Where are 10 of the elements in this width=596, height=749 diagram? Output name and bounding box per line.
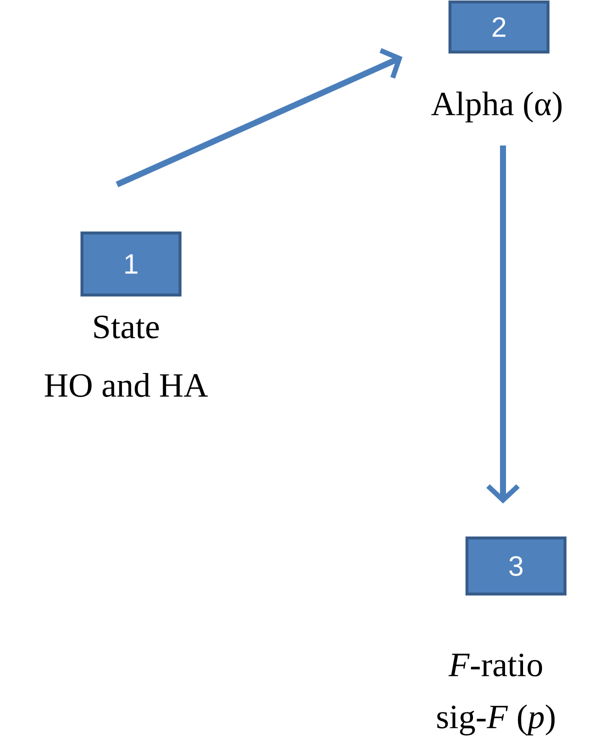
node-label: sig-F (p): [437, 704, 555, 736]
arrow: [116, 48, 402, 188]
node-label: Alpha (α): [431, 92, 562, 122]
number-box: 2: [448, 0, 550, 54]
node-label: HO and HA: [44, 373, 208, 397]
number-box: 1: [80, 232, 182, 296]
number-box: 3: [466, 536, 566, 596]
node-label: F-ratio: [448, 654, 542, 676]
arrow: [486, 146, 520, 504]
node-label: State: [94, 316, 159, 338]
